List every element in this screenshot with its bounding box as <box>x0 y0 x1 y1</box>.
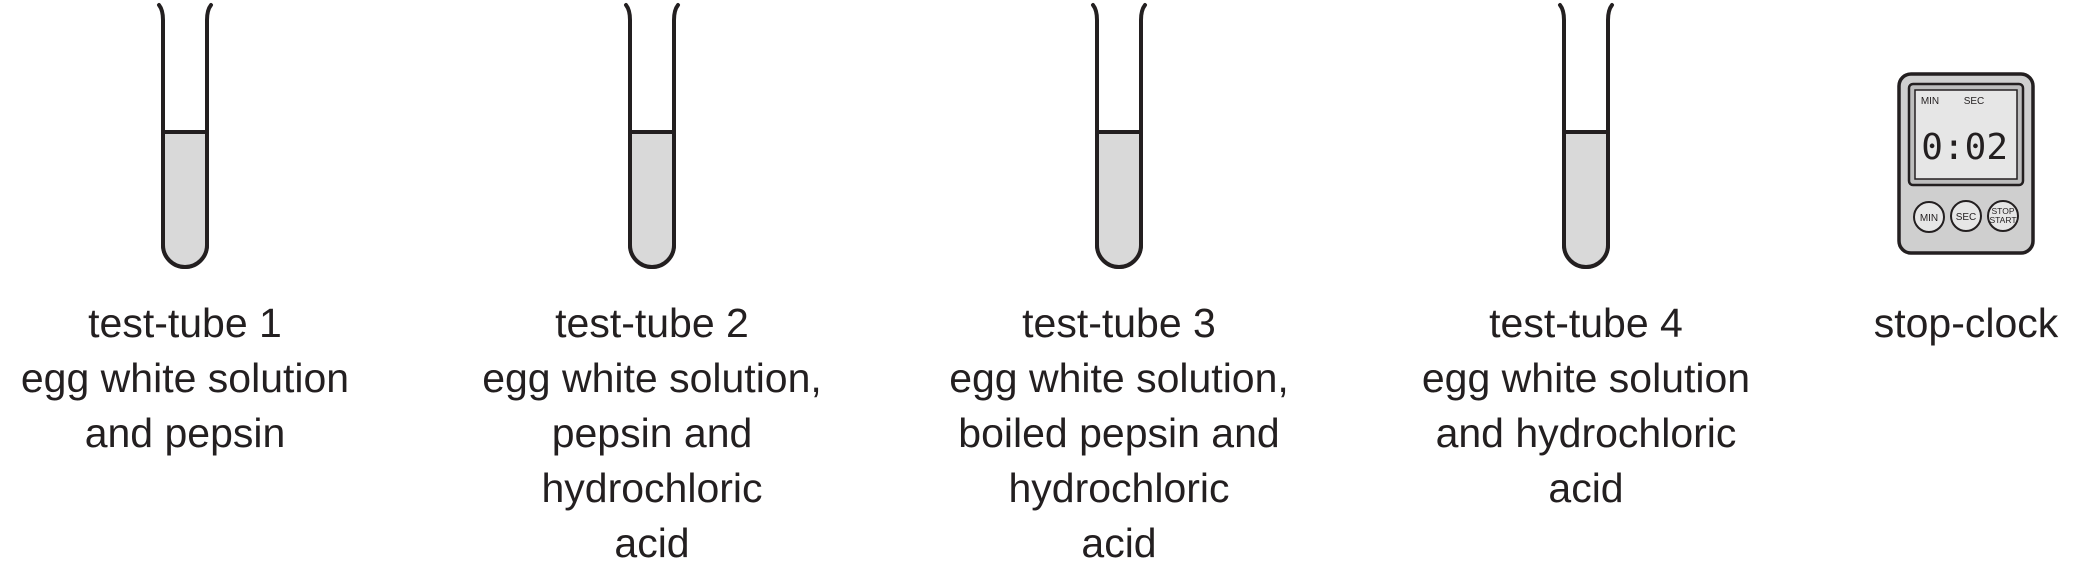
tube-contents-line: egg white solution <box>20 355 350 401</box>
min-button[interactable] <box>1913 201 1945 233</box>
tube-contents-line: acid <box>1548 465 1624 511</box>
test-tube-4 <box>1558 3 1614 269</box>
tube-label: test-tube 2 <box>555 300 749 346</box>
tube-contents-line: egg white solution, <box>949 355 1289 401</box>
test-tube-3 <box>1091 3 1147 269</box>
display-time: 0:02 <box>1921 127 2008 168</box>
test-tube-1 <box>157 3 213 269</box>
liquid <box>1564 132 1608 267</box>
display-sec-label: SEC <box>1964 96 1985 107</box>
min-button-label: MIN <box>1920 213 1938 224</box>
stop-clock-icon: MIN SEC 0:02 MIN SEC STOP START <box>1897 72 2035 255</box>
tube-contents-line: and hydrochloric <box>1435 410 1737 456</box>
liquid <box>630 132 674 267</box>
test-tube-3-caption: test-tube 3 egg white solution, boiled p… <box>909 296 1329 571</box>
tube-contents-line: hydrochloric <box>1008 465 1230 511</box>
stop-clock-label: stop-clock <box>1873 300 2059 346</box>
liquid <box>163 132 207 267</box>
display-min-label: MIN <box>1921 96 1939 107</box>
sec-button-label: SEC <box>1956 212 1977 223</box>
tube-contents-line: hydrochloric <box>541 465 763 511</box>
tube-contents-line: egg white solution <box>1421 355 1751 401</box>
tube-contents-line: acid <box>1081 520 1157 566</box>
liquid <box>1097 132 1141 267</box>
tube-contents-line: acid <box>614 520 690 566</box>
tube-contents-line: and pepsin <box>84 410 286 456</box>
test-tube-1-caption: test-tube 1 egg white solution and pepsi… <box>0 296 395 461</box>
tube-contents-line: egg white solution, <box>482 355 822 401</box>
stop-button-label: STOP <box>1992 206 2015 216</box>
tube-contents-line: pepsin and <box>551 410 753 456</box>
tube-label: test-tube 4 <box>1489 300 1683 346</box>
stop-clock-caption: stop-clock <box>1756 296 2074 351</box>
test-tube-2 <box>624 3 680 269</box>
start-button-label: START <box>1989 215 2016 225</box>
test-tube-2-caption: test-tube 2 egg white solution, pepsin a… <box>442 296 862 571</box>
tube-label: test-tube 3 <box>1022 300 1216 346</box>
test-tube-4-caption: test-tube 4 egg white solution and hydro… <box>1376 296 1796 516</box>
tube-label: test-tube 1 <box>88 300 282 346</box>
tube-contents-line: boiled pepsin and <box>958 410 1280 456</box>
stop-start-button[interactable] <box>1987 200 2019 232</box>
sec-button[interactable] <box>1950 200 1982 232</box>
